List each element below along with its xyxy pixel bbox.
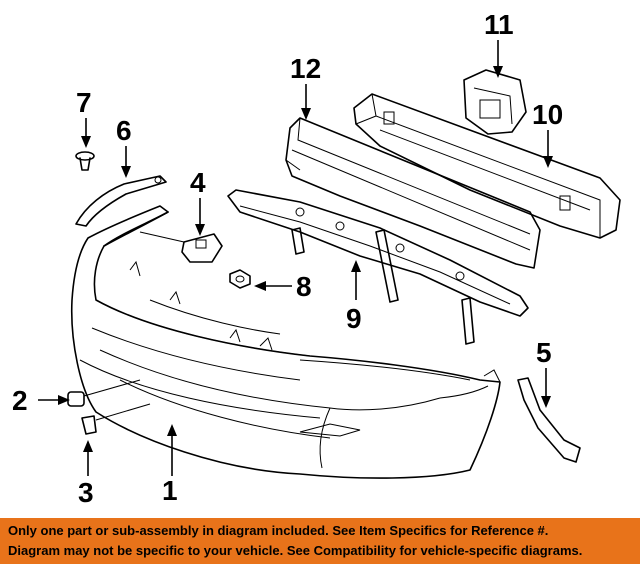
clip-part-2 <box>67 379 141 407</box>
callout-2: 2 <box>12 385 28 416</box>
callout-12: 12 <box>290 53 321 84</box>
callout-11: 11 <box>484 9 514 40</box>
callout-8: 8 <box>296 271 312 302</box>
retainer-part-6 <box>75 175 167 227</box>
callout-1: 1 <box>162 475 178 506</box>
callout-4: 4 <box>190 167 206 198</box>
parts-diagram: 1 2 3 4 5 6 7 8 9 10 11 12 <box>12 9 621 508</box>
absorber-part-12 <box>285 117 541 269</box>
leader-lines <box>38 40 553 476</box>
callout-labels: 1 2 3 4 5 6 7 8 9 10 11 12 <box>12 9 563 508</box>
disclaimer-line-1: Only one part or sub-assembly in diagram… <box>8 523 549 538</box>
callout-6: 6 <box>116 115 132 146</box>
support-part-9 <box>227 189 529 345</box>
callout-10: 10 <box>532 99 563 130</box>
bumper-cover-part <box>70 205 501 479</box>
fastener-part-7 <box>75 151 95 171</box>
bracket-part-5 <box>517 377 581 463</box>
callout-7: 7 <box>76 87 92 118</box>
reinforcement-part-10 <box>353 93 621 239</box>
callout-3: 3 <box>78 477 94 508</box>
mount-part-11 <box>463 69 527 135</box>
disclaimer-banner: Only one part or sub-assembly in diagram… <box>0 518 640 564</box>
bracket-part-4 <box>139 231 223 263</box>
clip-part-3 <box>81 403 151 435</box>
callout-5: 5 <box>536 337 552 368</box>
disclaimer-line-2: Diagram may not be specific to your vehi… <box>8 543 583 558</box>
callout-9: 9 <box>346 303 362 334</box>
nut-part-8 <box>229 269 251 289</box>
